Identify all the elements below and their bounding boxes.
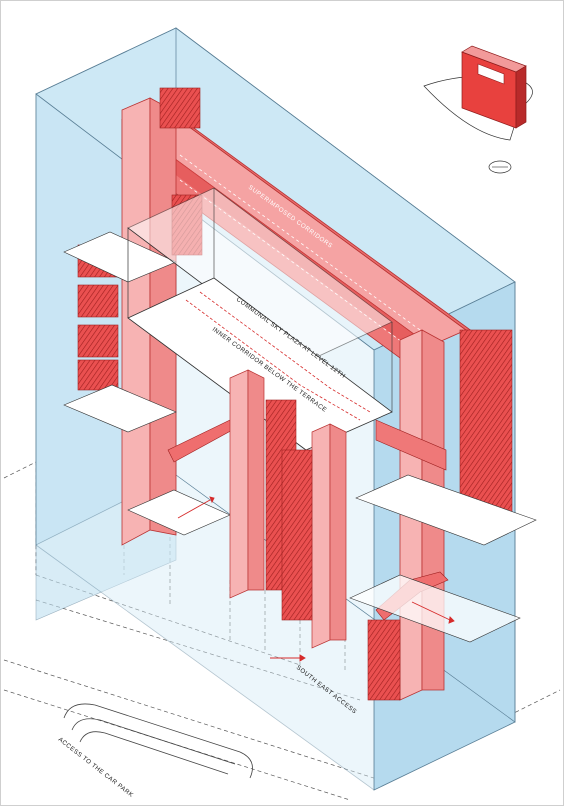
key-plan — [423, 45, 533, 174]
access-arrows — [177, 496, 455, 662]
floor-slabs-right — [349, 474, 537, 643]
central-stair-stack — [265, 399, 313, 621]
label-car-park-access: ACCESS TO THE CAR PARK — [57, 736, 135, 799]
central-pillars — [229, 369, 347, 649]
right-stair-stack — [367, 329, 513, 701]
car-park-ramp — [63, 703, 253, 779]
floor-slabs-left — [63, 231, 231, 536]
